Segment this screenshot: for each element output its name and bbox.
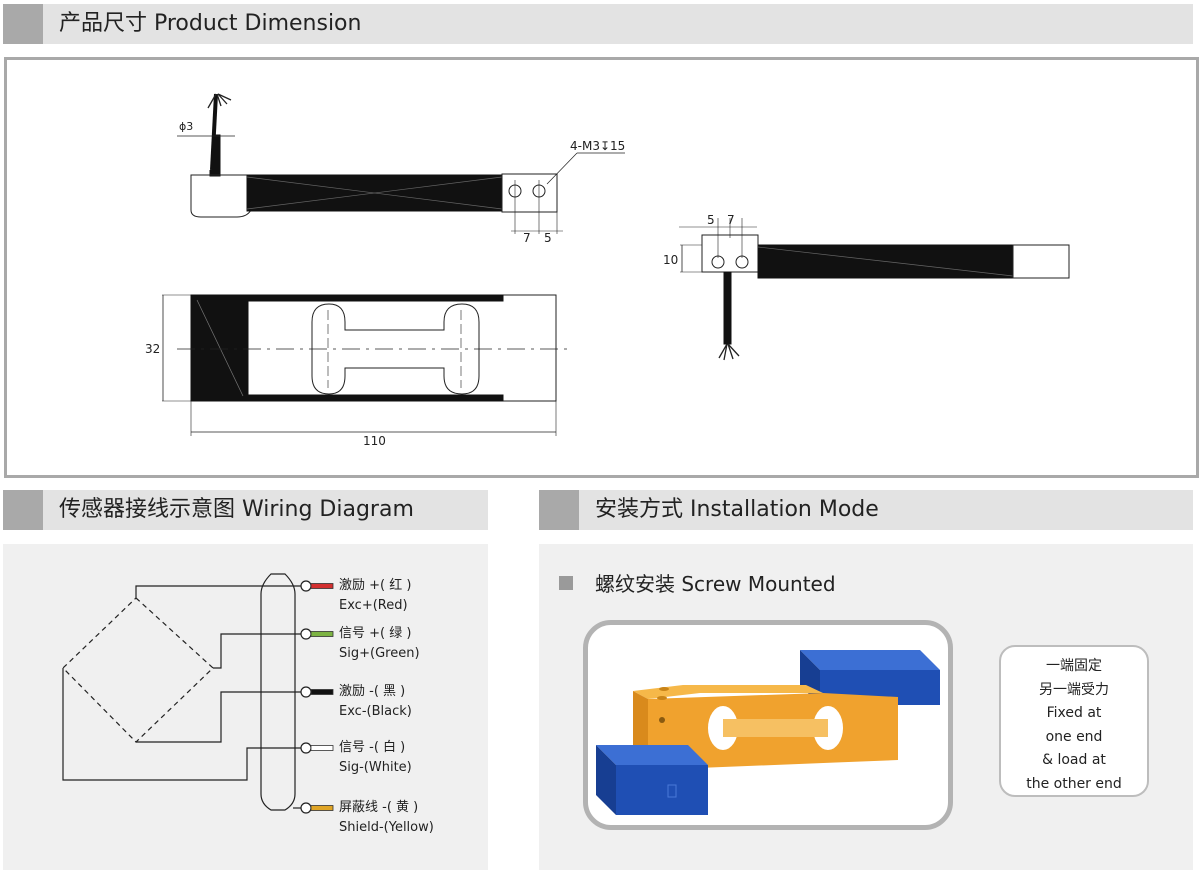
dimension-section-header: 产品尺寸 Product Dimension <box>3 4 1193 44</box>
dimension-drawing: ϕ3 4-M3↧15 7 5 <box>145 93 1070 448</box>
note-line: 另一端受力 <box>1039 681 1109 698</box>
length-dimension: 110 <box>363 434 386 448</box>
note-line: Fixed at <box>1046 705 1102 721</box>
bridge-circuit <box>62 597 214 743</box>
mounting-note: 一端固定 另一端受力 Fixed at one end & load at th… <box>999 645 1149 797</box>
wire-terminal-icon <box>300 742 312 754</box>
installation-section-header: 安装方式 Installation Mode <box>539 490 1193 530</box>
sensor-side-view <box>679 218 1070 361</box>
note-line: the other end <box>1026 775 1122 792</box>
wire-terminal-icon <box>300 580 312 592</box>
wire-label-en: Sig+(Green) <box>339 646 420 661</box>
wiring-section-title: 传感器接线示意图 Wiring Diagram <box>59 497 414 522</box>
wire-label-cn: 激励 +( 红 ) <box>339 578 412 593</box>
bullet-square-icon <box>559 576 573 590</box>
cable-bundle <box>260 573 296 811</box>
header-tab-marker <box>3 4 43 44</box>
wire-label-cn: 信号 +( 绿 ) <box>339 626 412 641</box>
wire-label: 信号 +( 绿 ) Sig+(Green) <box>339 624 420 664</box>
hole-spacing-b: 5 <box>544 231 552 245</box>
wire-label-cn: 激励 -( 黑 ) <box>339 684 406 699</box>
hole-spacing-a: 7 <box>523 231 531 245</box>
wire-label-cn: 屏蔽线 -( 黄 ) <box>339 800 419 815</box>
cable-diameter-label: ϕ3 <box>179 120 193 133</box>
note-line: & load at <box>1042 752 1106 768</box>
wire-label: 信号 -( 白 ) Sig-(White) <box>339 738 412 778</box>
mounting-mode-heading: 螺纹安装 Screw Mounted <box>559 568 836 597</box>
wire-terminal-icon <box>300 686 312 698</box>
thread-spec-label: 4-M3↧15 <box>570 139 625 153</box>
wiring-diagram <box>62 573 334 814</box>
mounting-mode-title: 螺纹安装 Screw Mounted <box>595 572 836 596</box>
wire-tip-icon <box>310 631 334 637</box>
height-dimension: 10 <box>663 253 678 267</box>
cable-top-view <box>177 93 235 177</box>
wiring-diagram-panel: 激励 +( 红 ) Exc+(Red) 信号 +( 绿 ) Sig+(Green) 激励… <box>3 544 488 870</box>
wire-label-cn: 信号 -( 白 ) <box>339 740 406 755</box>
sensor-plan-view <box>162 294 573 436</box>
wire-tip-icon <box>310 745 334 751</box>
installation-panel: 螺纹安装 Screw Mounted 一端固定 另一端受力 Fixe <box>539 544 1193 870</box>
width-dimension: 32 <box>145 342 160 356</box>
note-line: 一端固定 <box>1046 658 1102 674</box>
wire-terminal-icon <box>300 802 312 814</box>
wire-label-en: Sig-(White) <box>339 760 412 775</box>
wire-label-en: Exc+(Red) <box>339 598 408 613</box>
installation-section-title: 安装方式 Installation Mode <box>595 497 879 522</box>
wire-label-en: Exc-(Black) <box>339 704 412 719</box>
screw-mount-render <box>596 650 940 815</box>
header-tab-marker <box>3 490 43 530</box>
wire-label-en: Shield-(Yellow) <box>339 820 434 835</box>
wire-label: 屏蔽线 -( 黄 ) Shield-(Yellow) <box>339 798 434 838</box>
dimension-drawing-panel: ϕ3 4-M3↧15 7 5 <box>4 57 1199 478</box>
side-spacing-b: 7 <box>727 213 735 227</box>
wiring-section-header: 传感器接线示意图 Wiring Diagram <box>3 490 488 530</box>
header-tab-marker <box>539 490 579 530</box>
mounting-illustration <box>583 620 953 830</box>
sensor-top-view <box>190 152 625 234</box>
wire-label: 激励 +( 红 ) Exc+(Red) <box>339 576 411 616</box>
wire-terminal-icon <box>300 628 312 640</box>
dimension-section-title: 产品尺寸 Product Dimension <box>59 11 362 36</box>
side-spacing-a: 5 <box>707 213 715 227</box>
wire-tip-icon <box>310 583 334 589</box>
note-line: one end <box>1045 728 1103 745</box>
wire-tip-icon <box>310 689 334 695</box>
wire-tip-icon <box>310 805 334 811</box>
wire-label: 激励 -( 黑 ) Exc-(Black) <box>339 682 412 722</box>
